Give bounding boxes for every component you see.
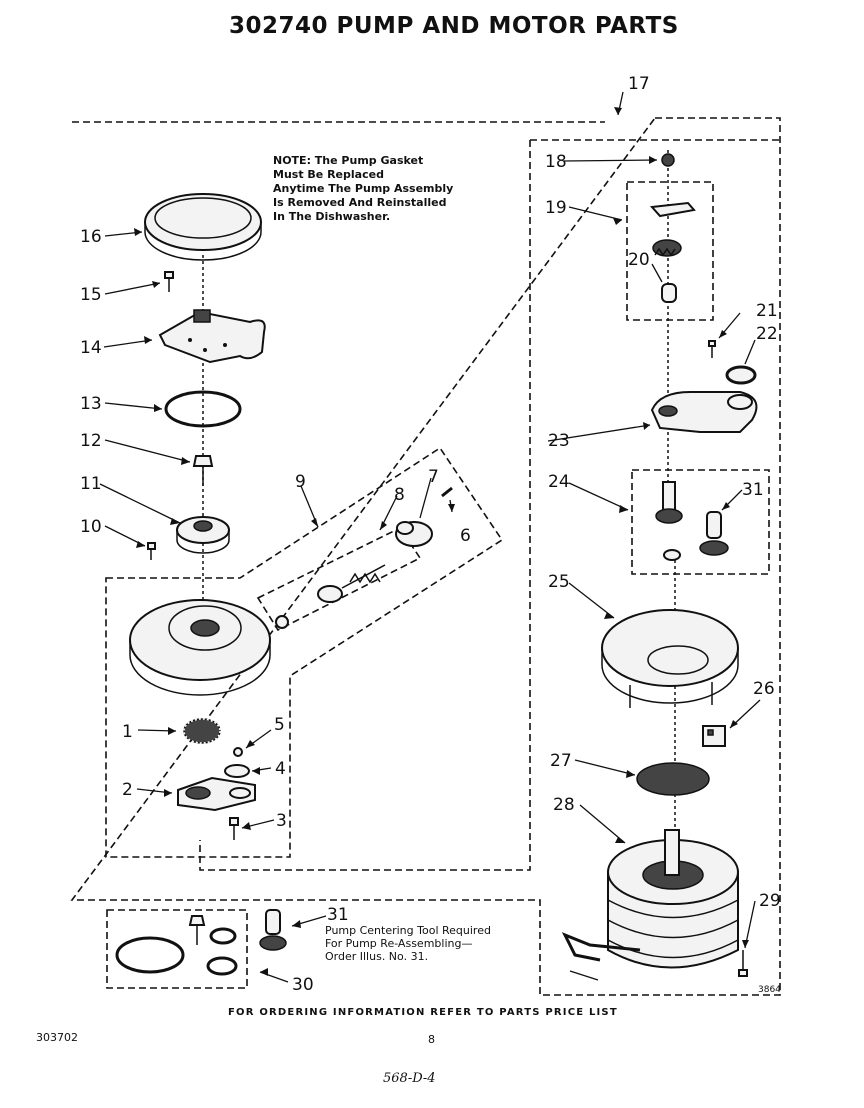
bolt-12-part [192, 455, 214, 486]
assembly-17-outline [70, 117, 781, 996]
tool-note-line-2: For Pump Re-Assembling— [325, 937, 472, 950]
switch-19-part [649, 201, 696, 257]
grommet-22-part [725, 365, 757, 385]
ordering-footer: FOR ORDERING INFORMATION REFER TO PARTS … [228, 1007, 618, 1018]
cap-7-part [395, 521, 433, 547]
chamber-2-part [177, 776, 256, 812]
callout-6: 6 [460, 526, 471, 546]
callout-10: 10 [80, 517, 102, 537]
callout-21: 21 [756, 301, 778, 321]
pump-gasket-part [144, 193, 262, 261]
ring-4-part [224, 764, 250, 778]
callout-31-right: 31 [742, 480, 764, 500]
tool-note-line-3: Order Illus. No. 31. [325, 950, 428, 963]
spacer-20-part [661, 283, 677, 303]
callout-28: 28 [553, 795, 575, 815]
callout-24: 24 [548, 472, 570, 492]
screw-15-part [164, 271, 174, 292]
callout-5: 5 [274, 715, 285, 735]
shaft-seal-24-part [655, 481, 683, 561]
motor-mount-25-part [601, 609, 739, 708]
callout-13: 13 [80, 394, 102, 414]
callout-25: 25 [548, 572, 570, 592]
callout-7: 7 [428, 467, 439, 487]
callout-8: 8 [394, 485, 405, 505]
pin-6-part [441, 486, 453, 498]
centering-tool-31-part [699, 511, 729, 556]
terminal-block-26-part [702, 725, 726, 747]
screw-10-part [147, 542, 156, 560]
callout-3: 3 [276, 811, 287, 831]
callout-17: 17 [628, 74, 650, 94]
diagram-code: 3864 [758, 985, 781, 995]
callout-26: 26 [753, 679, 775, 699]
group-8-box [256, 526, 422, 632]
centering-tool-31-kit-part [259, 909, 287, 951]
kit-30-parts [115, 915, 238, 976]
pump-subassembly-outline [105, 446, 504, 858]
screw-29-part [738, 950, 748, 977]
strainer-1-part [183, 718, 221, 744]
tool-note-line-1: Pump Centering Tool Required [325, 924, 491, 937]
note-line-3: Anytime The Pump Assembly [273, 182, 453, 195]
arrowheads [134, 107, 749, 976]
impeller-11-part [176, 516, 230, 554]
callout-15: 15 [80, 285, 102, 305]
callout-31-kit: 31 [327, 905, 349, 925]
slinger-27-part [636, 762, 710, 796]
page-number: 8 [428, 1033, 435, 1046]
group-24-box [631, 469, 770, 575]
callout-2: 2 [122, 780, 133, 800]
group-19-box [626, 181, 714, 321]
note-line-4: Is Removed And Reinstalled [273, 196, 446, 209]
valve-8-part [275, 564, 386, 629]
nut-18-part [661, 153, 675, 167]
o-ring-13-part [164, 390, 242, 428]
callout-27: 27 [550, 751, 572, 771]
page-title: 302740 PUMP AND MOTOR PARTS [229, 13, 679, 39]
callout-12: 12 [80, 431, 102, 451]
callout-1: 1 [122, 722, 133, 742]
callout-19: 19 [545, 198, 567, 218]
callout-29: 29 [759, 891, 781, 911]
pump-cover-plate-part [158, 309, 266, 364]
motor-subassembly-outline [199, 139, 780, 871]
motor-28-part [561, 829, 739, 969]
bracket-23-part [650, 391, 758, 433]
screw-21-part [708, 340, 716, 358]
group-30-box [106, 909, 248, 989]
pump-housing-9-part [129, 599, 271, 696]
screw-3-part [229, 817, 239, 840]
document-number: 303702 [36, 1031, 78, 1044]
handwritten-code: 568-D-4 [383, 1071, 436, 1086]
callout-30: 30 [292, 975, 314, 995]
note-line-1: NOTE: The Pump Gasket [273, 154, 423, 167]
note-line-5: In The Dishwasher. [273, 210, 390, 223]
ball-5-part [233, 747, 243, 757]
callout-16: 16 [80, 227, 102, 247]
callout-18: 18 [545, 152, 567, 172]
callout-4: 4 [275, 759, 286, 779]
callout-23: 23 [548, 431, 570, 451]
callout-14: 14 [80, 338, 102, 358]
callout-22: 22 [756, 324, 778, 344]
callout-9: 9 [295, 472, 306, 492]
leaders [99, 91, 761, 983]
note-line-2: Must Be Replaced [273, 168, 384, 181]
callout-11: 11 [80, 474, 102, 494]
callout-20: 20 [628, 250, 650, 270]
